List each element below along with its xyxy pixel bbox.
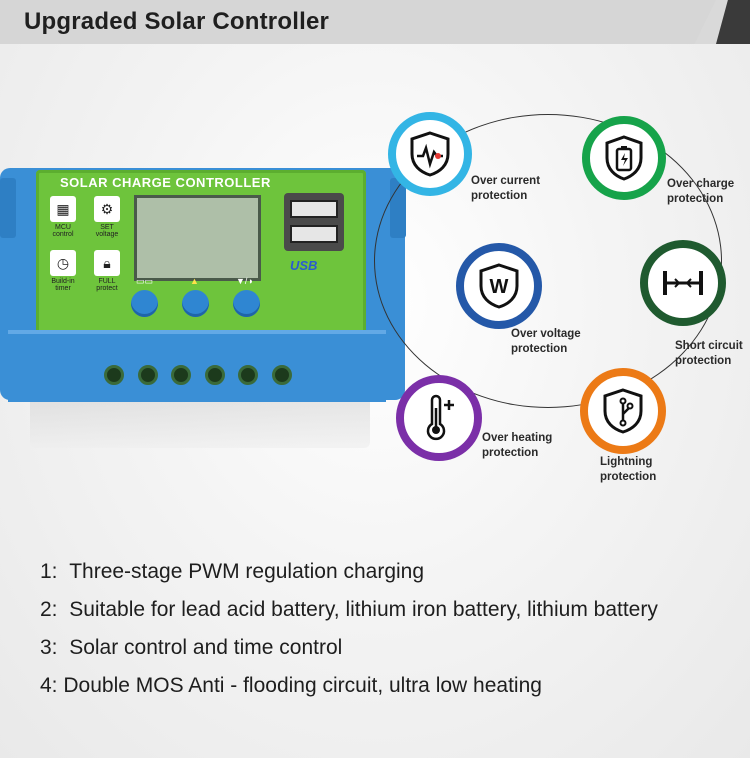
lock-icon-label: FULL protect: [96, 278, 118, 292]
spec-text: Solar control and time control: [69, 636, 343, 659]
up-button: [182, 290, 209, 317]
spec-number: 3:: [40, 636, 58, 659]
terminal-screw: [104, 365, 124, 385]
spec-text: Suitable for lead acid battery, lithium …: [69, 598, 658, 621]
panel-label: SOLAR CHARGE CONTROLLER: [60, 175, 271, 190]
spec-number: 4:: [40, 674, 58, 697]
spec-item: 4: Double MOS Anti - flooding circuit, u…: [40, 674, 542, 698]
shield-lightning-icon: [580, 368, 666, 454]
spec-item: 3: Solar control and time control: [40, 636, 342, 660]
svg-text:W: W: [490, 276, 509, 298]
terminal-screw: [238, 365, 258, 385]
shield-battery-icon: [582, 116, 666, 200]
mount-tab-left: [0, 178, 16, 238]
set-icon: ⚙: [94, 196, 120, 222]
menu-button: [131, 290, 158, 317]
terminal-screw: [205, 365, 225, 385]
usb-ports: [284, 193, 344, 251]
menu-icon: ▭▭: [136, 276, 154, 286]
spec-text: Double MOS Anti - flooding circuit, ultr…: [63, 674, 542, 697]
usb-label: USB: [290, 258, 318, 273]
header-corner-accent: [716, 0, 750, 44]
mcu-icon-label: MCU control: [52, 224, 74, 238]
timer-icon-label: Build-in timer: [51, 278, 75, 292]
set-icon-label: SET voltage: [95, 224, 119, 238]
shield-pulse-icon: [388, 112, 472, 196]
spec-number: 2:: [40, 598, 58, 621]
thermometer-plus-icon: [396, 375, 482, 461]
shield-w-icon: W: [456, 243, 542, 329]
terminal-block: [8, 330, 386, 402]
spec-item: 1: Three-stage PWM regulation charging: [40, 560, 424, 584]
spec-number: 1:: [40, 560, 58, 583]
short-circuit-icon: [640, 240, 726, 326]
terminal-screw: [171, 365, 191, 385]
feature-ring: [374, 114, 722, 408]
page-title: Upgraded Solar Controller: [24, 8, 330, 35]
timer-icon: ◷: [50, 250, 76, 276]
down-triangle-icon: ▼/◑: [236, 276, 253, 286]
lock-icon: 🔒︎: [94, 250, 120, 276]
mcu-icon: ▦: [50, 196, 76, 222]
down-button: [233, 290, 260, 317]
terminal-screw: [272, 365, 292, 385]
terminal-screw: [138, 365, 158, 385]
spec-text: Three-stage PWM regulation charging: [69, 560, 425, 583]
up-triangle-icon: ▲: [190, 276, 199, 286]
header-bar: Upgraded Solar Controller: [0, 0, 750, 44]
lcd-display: [134, 195, 261, 281]
spec-item: 2: Suitable for lead acid battery, lithi…: [40, 598, 658, 622]
